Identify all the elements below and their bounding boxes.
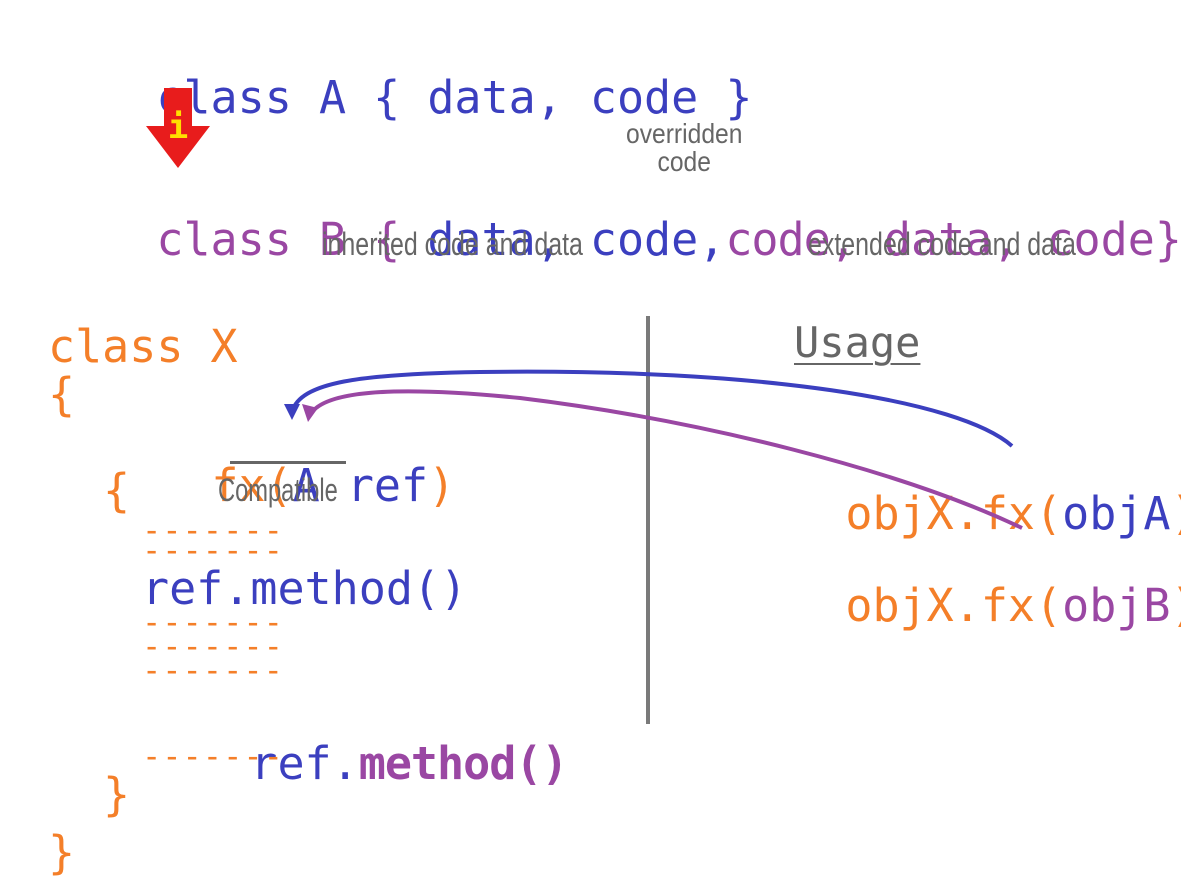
class-b-name: B: [318, 213, 347, 266]
param-underline: [230, 461, 346, 464]
usage-call-b-arg: objB: [1062, 579, 1171, 632]
fx-param-type: A: [292, 459, 320, 512]
fx-close-brace: }: [103, 768, 131, 821]
usage-call-a-arg: objA: [1062, 487, 1171, 540]
class-a-open-brace: {: [373, 71, 401, 124]
class-a-definition: class A { data, code }: [48, 30, 752, 165]
usage-call-a-suffix: ): [1171, 487, 1181, 540]
class-b-extended-members: data, code: [883, 213, 1155, 266]
method-call-2: ref.method(): [142, 696, 568, 831]
usage-call-b-prefix: objX.fx(: [845, 579, 1063, 632]
usage-call-obj-b: objX.fx(objB): [737, 538, 1181, 673]
code-placeholder-line: -------: [142, 531, 284, 569]
class-b-overridden-code: code: [725, 213, 830, 266]
method-call-1: ref.method(): [142, 562, 468, 615]
code-placeholder-line: -------: [142, 737, 284, 775]
compatible-note: Compatible: [218, 472, 338, 508]
class-x-open-brace: {: [48, 368, 76, 421]
fx-open-brace: {: [103, 464, 131, 517]
class-a-body: data, code: [427, 71, 699, 124]
class-x-close-brace: }: [48, 826, 76, 879]
class-b-inherited-members: data, code,: [427, 213, 726, 266]
class-x-header: class X: [48, 320, 238, 373]
extended-code-note: extended code and data: [808, 226, 1076, 262]
code-placeholder-line: -------: [142, 511, 284, 549]
class-b-close-brace: }: [1154, 213, 1181, 266]
vertical-divider: [646, 316, 650, 724]
fx-name: fx(: [211, 459, 293, 512]
arrowhead-blue-icon: [284, 404, 300, 420]
code-placeholder-line: -------: [142, 603, 284, 641]
connector-obj-b-to-ref: [310, 389, 1023, 530]
usage-call-b-suffix: ): [1171, 579, 1181, 632]
inheritance-arrow-icon: [146, 88, 210, 168]
method-call-2-receiver: ref.: [250, 737, 359, 790]
class-a-name: A: [318, 71, 347, 124]
fx-param-name: ref: [346, 459, 429, 512]
code-placeholder-line: -------: [142, 627, 284, 665]
class-a-close-brace: }: [725, 71, 753, 124]
class-b-keyword: class: [156, 213, 292, 266]
code-placeholder-line: -------: [142, 651, 284, 689]
connector-obj-a-to-ref: [290, 369, 1014, 448]
usage-heading: Usage: [794, 318, 921, 367]
method-call-2-method: method(): [358, 737, 569, 790]
inheritance-arrow-label: i: [168, 107, 188, 147]
inherited-code-note: inherited code and data: [322, 226, 583, 262]
fx-signature: fx(A ref): [103, 418, 455, 553]
class-b-open-brace: {: [373, 213, 401, 266]
class-b-separator: ,: [829, 213, 857, 266]
overridden-code-note: overridden code: [626, 118, 743, 177]
arrowhead-purple-icon: [302, 404, 318, 422]
fx-close-paren: ): [428, 459, 456, 512]
class-b-definition: class B { data, code,code, data, code}: [48, 172, 1181, 307]
